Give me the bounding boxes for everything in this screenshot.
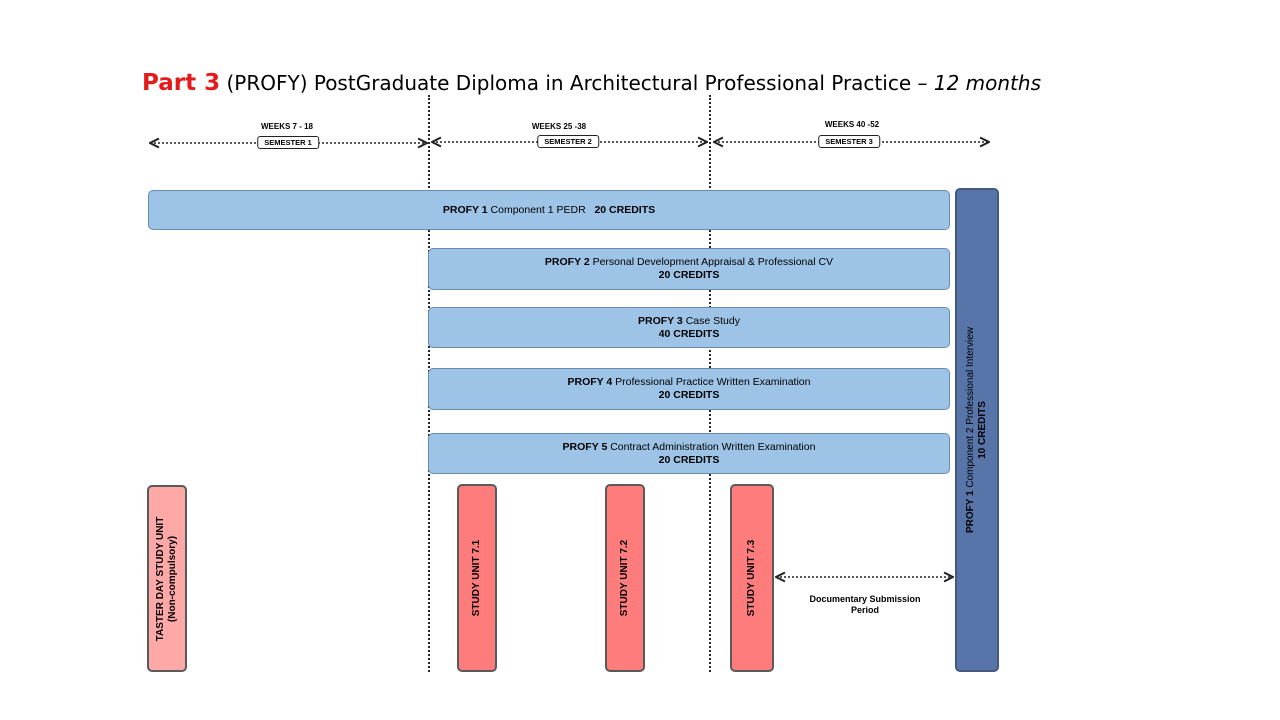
interview-bar: PROFY 1 Component 2 Professional Intervi… xyxy=(955,188,999,672)
title-main: (PROFY) PostGraduate Diploma in Architec… xyxy=(226,71,928,95)
interview-credits: 10 CREDITS xyxy=(977,401,988,459)
doc-submission-line-2: Period xyxy=(850,605,879,615)
module-code: PROFY 2 xyxy=(544,256,590,268)
module-credits: 40 CREDITS xyxy=(658,327,720,340)
taster-day-unit: TASTER DAY STUDY UNIT (Non-compulsory) xyxy=(147,485,187,672)
title-duration: 12 months xyxy=(933,71,1041,95)
interview-code: PROFY 1 xyxy=(965,490,976,534)
title-part: Part 3 xyxy=(142,70,221,96)
module-line: PROFY 2 Personal Development Appraisal &… xyxy=(429,256,949,269)
study-unit-label: STUDY UNIT 7.1 xyxy=(471,539,482,617)
interview-label: PROFY 1 Component 2 Professional Intervi… xyxy=(965,327,989,533)
module-bar-profy-2: PROFY 2 Personal Development Appraisal &… xyxy=(428,248,950,290)
interview-name: Component 2 Professional Interview xyxy=(965,326,976,488)
module-name: Component 1 PEDR xyxy=(490,203,586,216)
semester-3-weeks: WEEKS 40 -52 xyxy=(824,120,880,129)
module-credits: 20 CREDITS xyxy=(594,203,656,216)
module-line: PROFY 3 Case Study xyxy=(429,315,949,328)
doc-submission-label: Documentary Submission Period xyxy=(790,594,940,616)
module-name: Professional Practice Written Examinatio… xyxy=(615,376,811,388)
taster-day-label: TASTER DAY STUDY UNIT (Non-compulsory) xyxy=(155,516,179,641)
module-code: PROFY 4 xyxy=(567,376,613,388)
module-code: PROFY 5 xyxy=(562,440,608,453)
taster-line-2: (Non-compulsory) xyxy=(167,535,178,622)
module-line: PROFY 5 Contract Administration Written … xyxy=(429,441,949,454)
module-credits: 20 CREDITS xyxy=(658,269,720,281)
module-credits: 20 CREDITS xyxy=(658,389,720,401)
module-bar-profy-3: PROFY 3 Case Study 40 CREDITS xyxy=(428,307,950,348)
semester-1-tag: SEMESTER 1 xyxy=(257,136,319,149)
module-code: PROFY 1 xyxy=(442,203,488,216)
study-unit-7-3: STUDY UNIT 7.3 xyxy=(730,484,774,672)
page-title: Part 3 (PROFY) PostGraduate Diploma in A… xyxy=(142,70,1041,96)
study-unit-label: STUDY UNIT 7.2 xyxy=(619,539,630,617)
module-bar-profy-4: PROFY 4 Professional Practice Written Ex… xyxy=(428,368,950,410)
module-bar-profy-5: PROFY 5 Contract Administration Written … xyxy=(428,433,950,474)
semester-3-tag: SEMESTER 3 xyxy=(818,135,880,148)
module-line: PROFY 1 Component 1 PEDR 20 CREDITS xyxy=(149,204,949,217)
module-bar-profy-1: PROFY 1 Component 1 PEDR 20 CREDITS xyxy=(148,190,950,230)
module-name: Personal Development Appraisal & Profess… xyxy=(592,256,834,268)
study-unit-label: STUDY UNIT 7.3 xyxy=(746,539,757,617)
semester-2-weeks: WEEKS 25 -38 xyxy=(531,122,587,131)
study-unit-7-1: STUDY UNIT 7.1 xyxy=(457,484,497,672)
semester-2-tag: SEMESTER 2 xyxy=(537,135,599,148)
study-unit-7-2: STUDY UNIT 7.2 xyxy=(605,484,645,672)
module-credits: 20 CREDITS xyxy=(658,453,720,466)
module-line: PROFY 4 Professional Practice Written Ex… xyxy=(429,376,949,389)
doc-submission-line-1: Documentary Submission xyxy=(809,594,921,604)
module-code: PROFY 3 xyxy=(638,314,683,327)
semester-1-weeks: WEEKS 7 - 18 xyxy=(260,122,314,131)
module-name: Contract Administration Written Examinat… xyxy=(610,440,816,453)
taster-line-1: TASTER DAY STUDY UNIT xyxy=(155,516,166,641)
module-name: Case Study xyxy=(685,314,740,327)
